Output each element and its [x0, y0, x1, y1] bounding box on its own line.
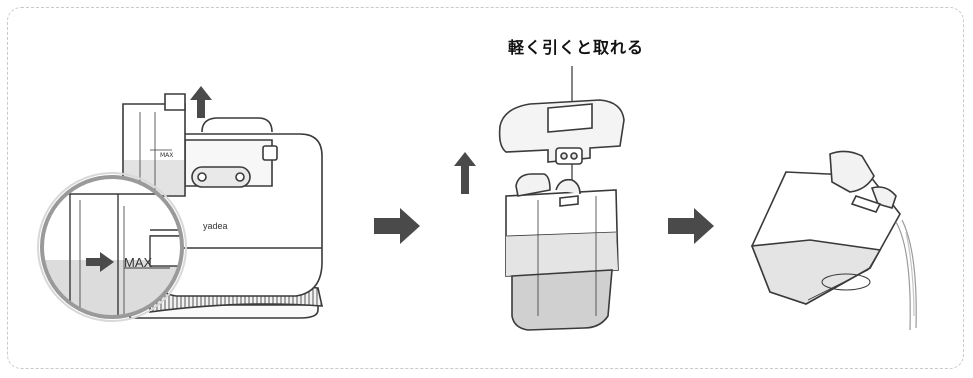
cleaner-device [129, 117, 324, 319]
water-tank-pouring [750, 150, 901, 305]
max-label-small: MAX [160, 152, 173, 159]
magnifier-detail [37, 172, 187, 322]
up-arrow-icon [190, 86, 212, 118]
up-arrow-icon [454, 152, 476, 194]
pointer-arrow-icon [86, 252, 114, 272]
dashed-frame [7, 7, 964, 369]
tank-lid [498, 99, 625, 165]
max-label: MAX [124, 255, 153, 270]
right-arrow-icon [374, 208, 420, 244]
instruction-caption: 軽く引くと取れる [508, 38, 645, 57]
water-tank-open [505, 173, 619, 331]
brand-logo: yadea [203, 221, 228, 231]
water-stream [895, 219, 917, 331]
right-arrow-icon [668, 208, 714, 244]
